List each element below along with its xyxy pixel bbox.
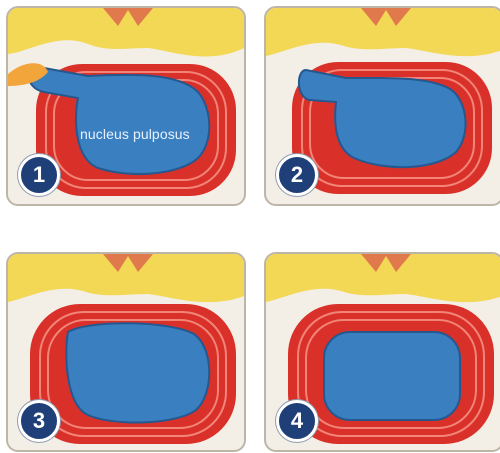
spinal-cord	[8, 254, 244, 302]
panel-3: 3	[6, 252, 246, 452]
step-badge-4: 4	[276, 400, 318, 442]
step-badge-1: 1	[18, 154, 60, 196]
panel-2: 2	[264, 6, 500, 206]
panel-1: nucleus pulposus 1	[6, 6, 246, 206]
nucleus-pulposus	[324, 332, 460, 420]
nucleus-pulposus	[66, 323, 209, 422]
spinal-cord	[266, 8, 500, 56]
spinal-cord	[266, 254, 500, 302]
step-badge-3: 3	[18, 400, 60, 442]
panel-4: 4	[264, 252, 500, 452]
spinal-cord	[8, 8, 244, 56]
step-badge-2: 2	[276, 154, 318, 196]
nucleus-pulposus-label: nucleus pulposus	[80, 126, 190, 142]
